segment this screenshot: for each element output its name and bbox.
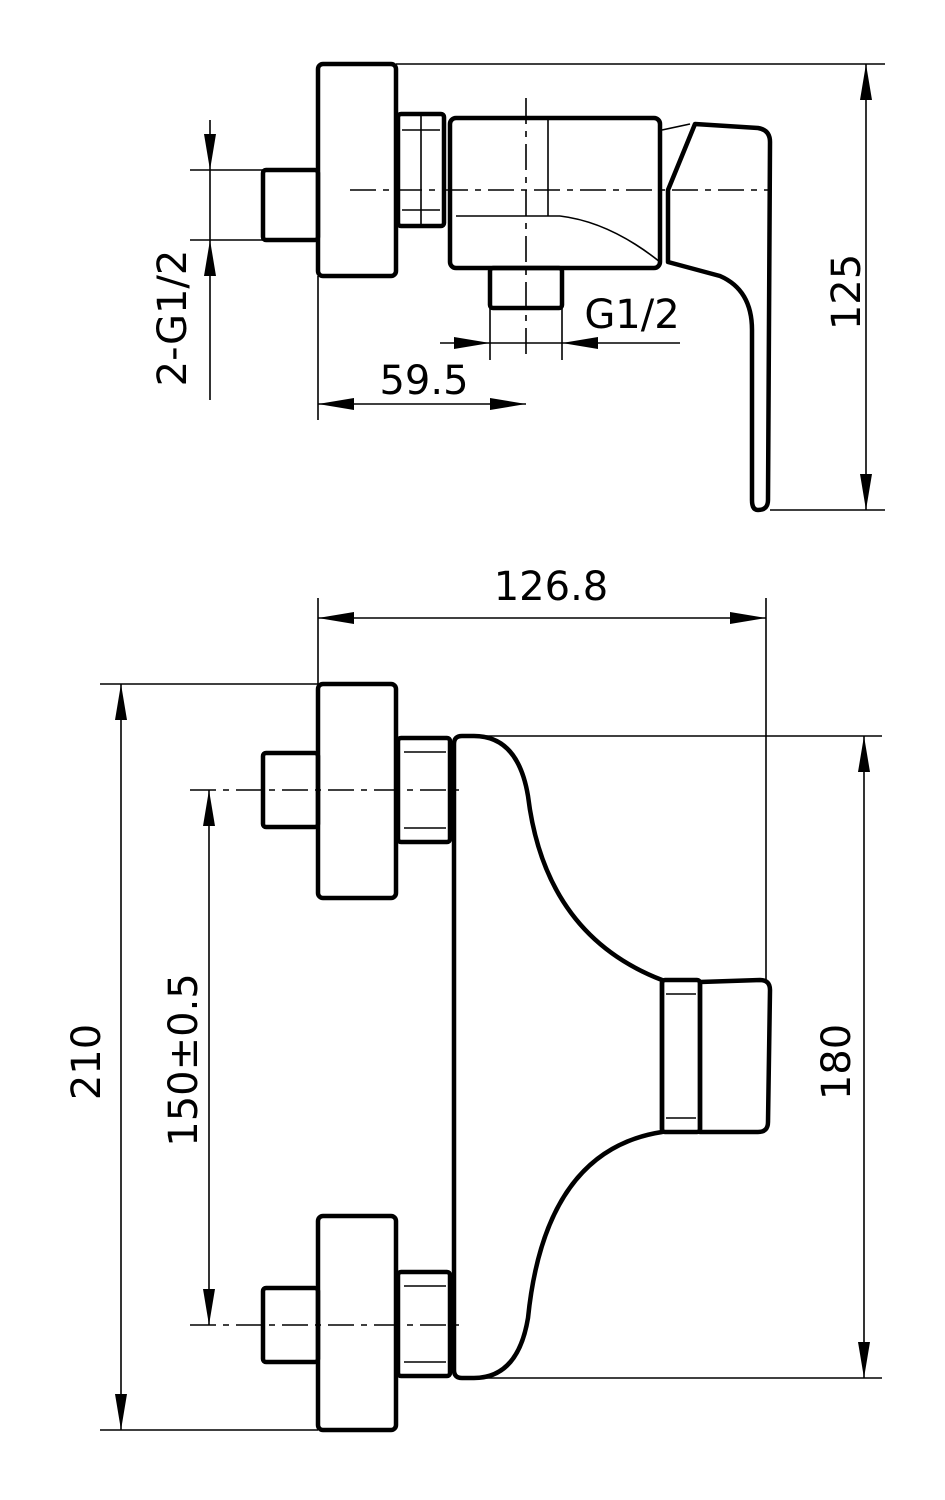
- dim-2-g1-2-label: 2-G1/2: [150, 250, 196, 387]
- front-mixer-body: [451, 733, 665, 1381]
- front-lower-flange: [315, 1213, 399, 1433]
- dim-125-label: 125: [824, 254, 870, 330]
- front-lower-nut: [395, 1269, 453, 1379]
- side-nut: [395, 111, 447, 229]
- dim-126-8-label: 126.8: [494, 564, 609, 610]
- front-view: 126.8 210 150±0.5 180: [64, 564, 882, 1433]
- side-lever: [665, 121, 773, 513]
- side-view: 125 2-G1/2 G1/2 59.5: [150, 61, 885, 513]
- side-wall-flange: [315, 61, 399, 279]
- front-upper-flange: [315, 681, 399, 901]
- side-inlet-pipe: [260, 167, 321, 243]
- side-mixer-body: [447, 115, 663, 271]
- dim-59-5-label: 59.5: [379, 358, 468, 404]
- dim-g1-2-label: G1/2: [584, 292, 679, 338]
- dim-150-label: 150±0.5: [161, 973, 207, 1146]
- dim-210-label: 210: [64, 1024, 110, 1100]
- dim-180-label: 180: [814, 1024, 860, 1100]
- front-lever-knob: [697, 977, 773, 1135]
- front-cartridge-cap: [659, 977, 703, 1135]
